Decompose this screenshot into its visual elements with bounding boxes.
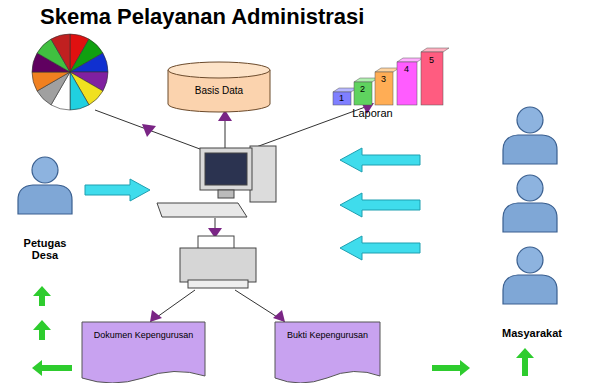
green-arrows [32,286,534,376]
bar-number: 3 [381,75,386,84]
pie-slice [70,72,89,110]
node-label: Basis Data [171,85,267,97]
person-icons [18,107,557,304]
person-icon [18,157,72,214]
diagram-title: Skema Pelayanan Administrasi [40,4,364,30]
person-icon [503,175,557,232]
bar-number: 1 [339,94,344,103]
pie-slice [51,34,70,72]
person-icon [503,247,557,304]
pie-chart [32,34,108,110]
flow-markers [142,103,374,322]
node-label: Bukti Kepengurusan [280,330,375,340]
pie-slice [32,72,70,91]
bar-number: 2 [360,85,365,94]
person-icon [503,107,557,164]
node-label: Masyarakat [482,327,582,340]
report-bars [333,48,449,105]
node-label: Dokumen Kepengurusan [89,330,199,340]
bar-number: 4 [404,65,409,74]
node-label: Petugas Desa [15,237,75,262]
receipt-node: Bukti Kepengurusan [275,322,380,370]
node-label: Laporan [343,107,403,120]
database-cylinder [168,62,270,112]
citizen-node: Masyarakat [478,100,586,340]
bar-number: 5 [429,56,434,65]
document-shapes [82,322,380,383]
database-node: Basis Data [168,62,270,112]
input-arrows [85,148,420,260]
pie-slice [70,53,108,72]
link-lines [95,106,368,322]
printer-icon [180,236,256,288]
officer-node: Petugas Desa [5,158,85,262]
report-node: Laporan [330,48,455,120]
computer-icon [157,146,276,217]
document-node: Dokumen Kepengurusan [82,322,205,370]
